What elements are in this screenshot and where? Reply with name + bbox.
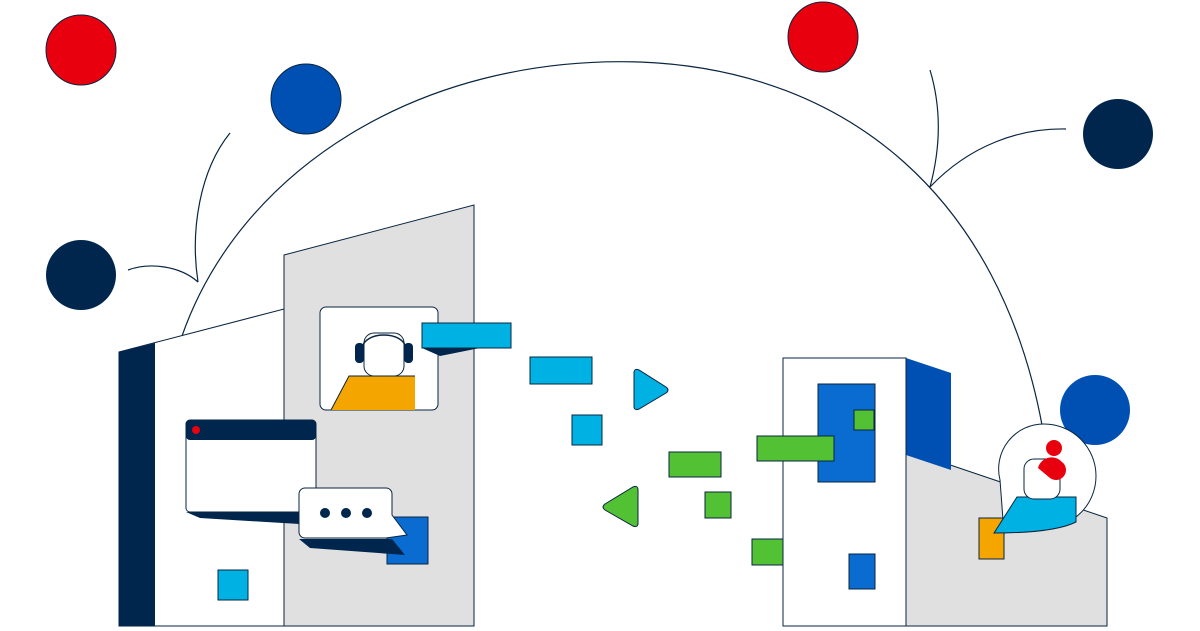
right-building-side: [906, 358, 951, 470]
browser-window: [185, 419, 317, 525]
connection-arc: [181, 61, 1043, 426]
agent-video-card: [319, 306, 439, 411]
blue-circle-top-left: [270, 63, 342, 135]
red-circle-top-left: [45, 14, 117, 86]
agent-head: [363, 332, 405, 377]
agent-body: [331, 376, 415, 410]
headset-icon: [361, 334, 407, 351]
navy-circle-left: [46, 240, 116, 310]
left-curved-arrow: [194, 132, 231, 283]
notification-dot: [1046, 440, 1062, 456]
green-block-on-building: [756, 435, 835, 462]
navy-circle-right: [1083, 99, 1153, 169]
cyan-block-2: [529, 356, 593, 385]
browser-window-shadow: [186, 512, 316, 525]
customer-avatar: [978, 423, 1097, 560]
outgoing-data-blocks: [421, 322, 669, 446]
chat-bubble-icon: [298, 487, 429, 565]
cyan-square-bottom-left: [217, 569, 249, 601]
cyan-block-1-shadow: [422, 348, 480, 356]
back-arrow-icon: [602, 485, 639, 528]
red-circle-top-right: [787, 1, 859, 73]
incoming-data-blocks: [602, 451, 804, 571]
left-curved-arrow-tail: [127, 265, 199, 283]
blue-circle-right: [1060, 375, 1130, 445]
green-square-on-building: [853, 409, 875, 431]
customer-body: [993, 496, 1077, 534]
right-curved-arrow: [929, 69, 939, 188]
right-building-window-small: [848, 553, 876, 590]
right-curved-arrow-tail: [929, 128, 1067, 188]
chat-bubble-body: [298, 487, 408, 539]
chat-bubble-shadow: [299, 539, 405, 555]
chat-dot-3: [362, 508, 372, 518]
left-building-tower: [283, 204, 475, 627]
cyan-block-1: [421, 322, 512, 349]
right-building: [756, 357, 1108, 627]
green-block-1: [668, 451, 722, 478]
right-building-window-large: [817, 383, 876, 483]
chat-dot-1: [320, 508, 330, 518]
headset-ear-left: [355, 343, 364, 363]
browser-window-close-dot: [192, 426, 200, 434]
cyan-square: [571, 414, 603, 446]
left-building-side-stripe: [119, 343, 155, 626]
browser-window-titlebar: [186, 420, 316, 440]
headset-ear-right: [404, 343, 413, 363]
user-icon: [1038, 457, 1066, 481]
chat-dot-2: [341, 508, 351, 518]
play-arrow-icon: [633, 368, 669, 411]
green-square: [704, 491, 732, 519]
